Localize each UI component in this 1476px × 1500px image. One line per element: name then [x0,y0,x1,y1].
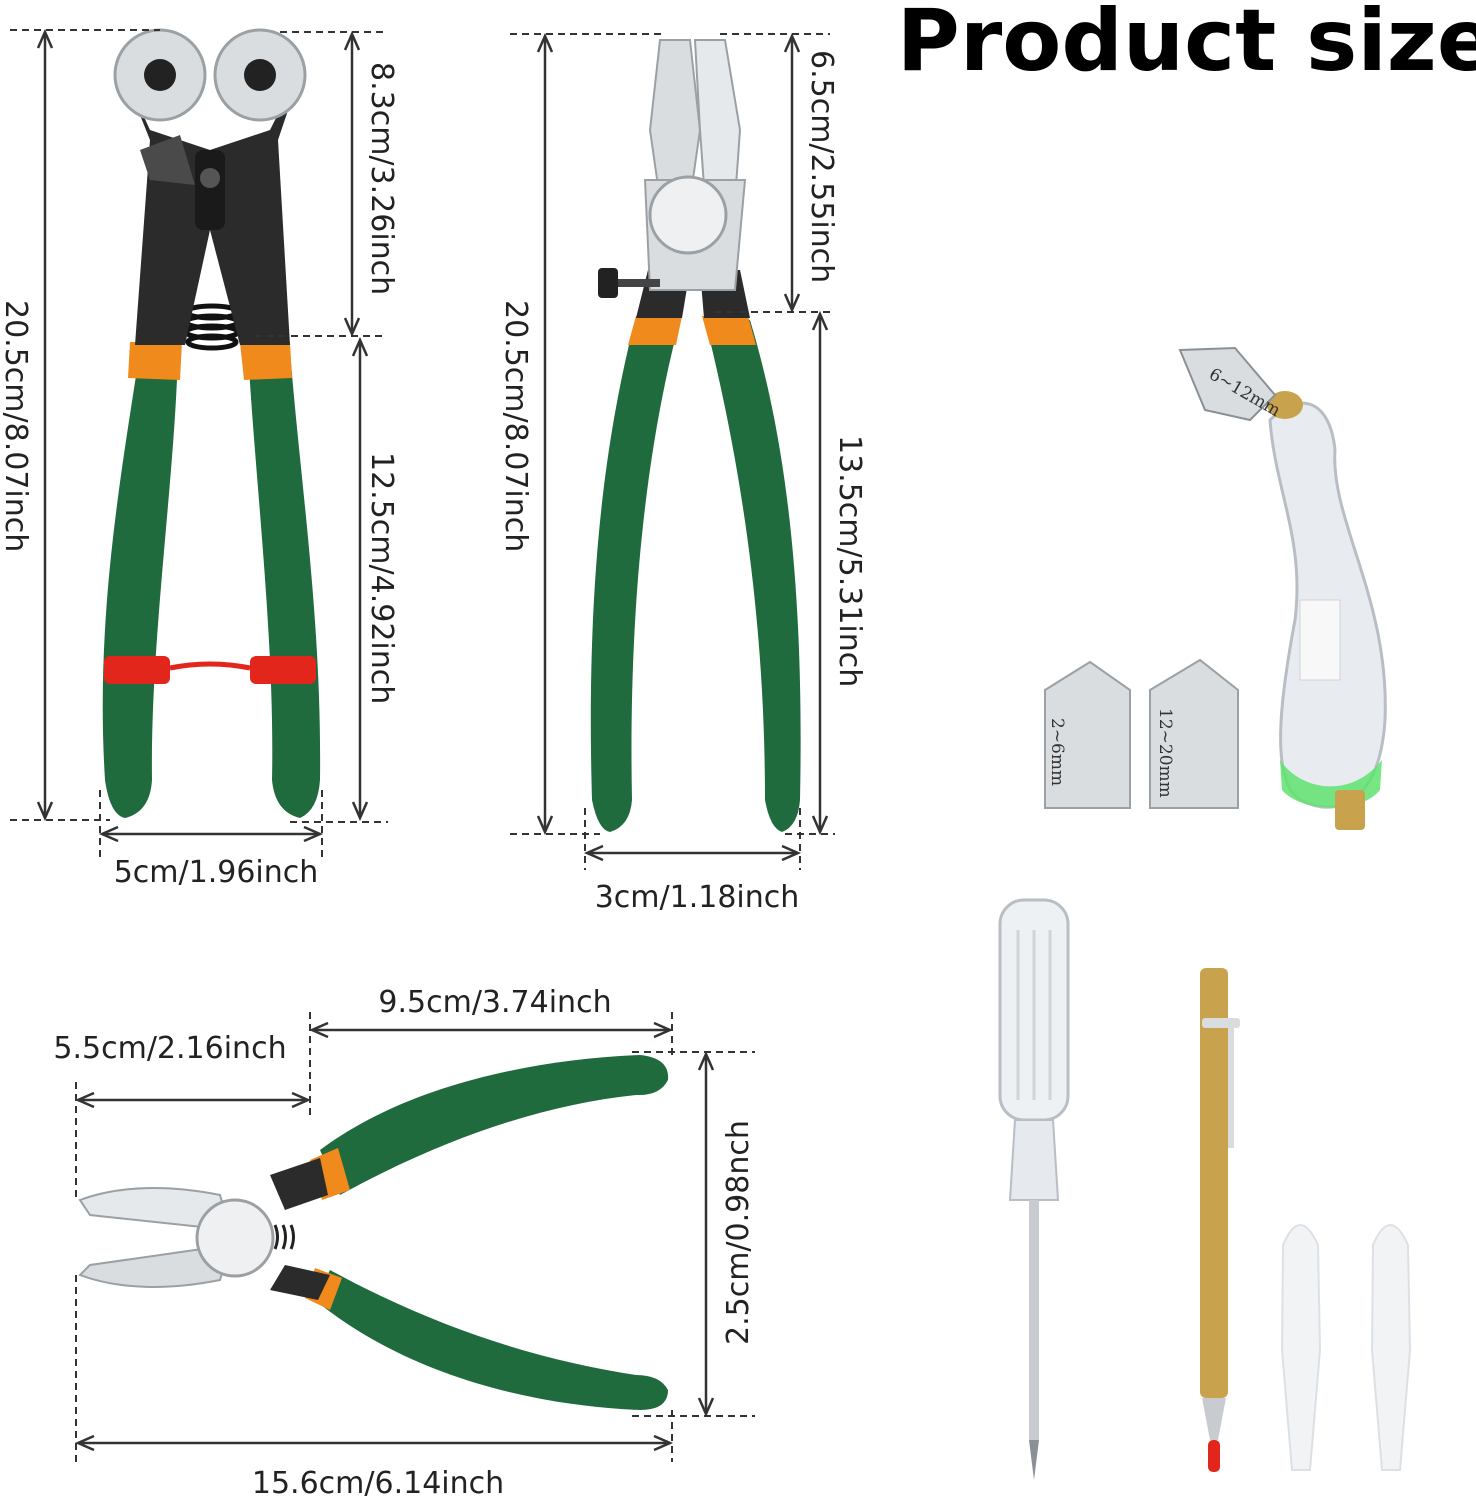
grozing-height-label: 2.5cm/0.98nch [721,1120,756,1345]
grozing-total-length-label: 15.6cm/6.14inch [252,1466,504,1500]
running-head-height-label: 8.3cm/3.26inch [364,62,399,295]
breaking-total-height-label: 20.5cm/8.07inch [498,300,533,552]
spare-head-large-icon: 12~20mm [1149,658,1239,809]
breaking-width-label: 3cm/1.18inch [595,880,800,915]
oil-dropper-icon-2 [1370,1224,1412,1471]
grozing-jaw-length-label: 5.5cm/2.16inch [53,1031,286,1066]
glass-cutter-icon: 6~12mm [1178,346,1387,830]
oil-dropper-icon [1280,1224,1322,1471]
spare-head-large-label: 12~20mm [1155,708,1175,798]
grozing-handle-length-label: 9.5cm/3.74inch [378,985,611,1020]
breaking-handle-length-label: 13.5cm/5.31inch [832,435,867,687]
handle-right [248,350,321,818]
grozing-pliers-dimensions [74,1012,755,1462]
running-total-height-label: 20.5cm/8.07inch [0,300,33,552]
handle-left [102,350,178,818]
grozing-pliers-icon [78,1055,669,1410]
running-pliers-icon [102,28,321,818]
spare-head-small-icon: 2~6mm [1044,660,1131,809]
scribe-pen-icon [1200,968,1240,1472]
page-title: Product size [897,0,1476,91]
breaking-pliers-icon [590,39,801,832]
running-handle-length-label: 12.5cm/4.92inch [364,452,399,704]
running-pliers-dimensions [10,28,388,860]
breaking-pliers-dimensions [510,32,835,870]
spare-head-small-label: 2~6mm [1047,718,1067,786]
running-width-label: 5cm/1.96inch [114,855,319,890]
screwdriver-icon [998,898,1070,1480]
breaking-head-height-label: 6.5cm/2.55inch [804,50,839,283]
